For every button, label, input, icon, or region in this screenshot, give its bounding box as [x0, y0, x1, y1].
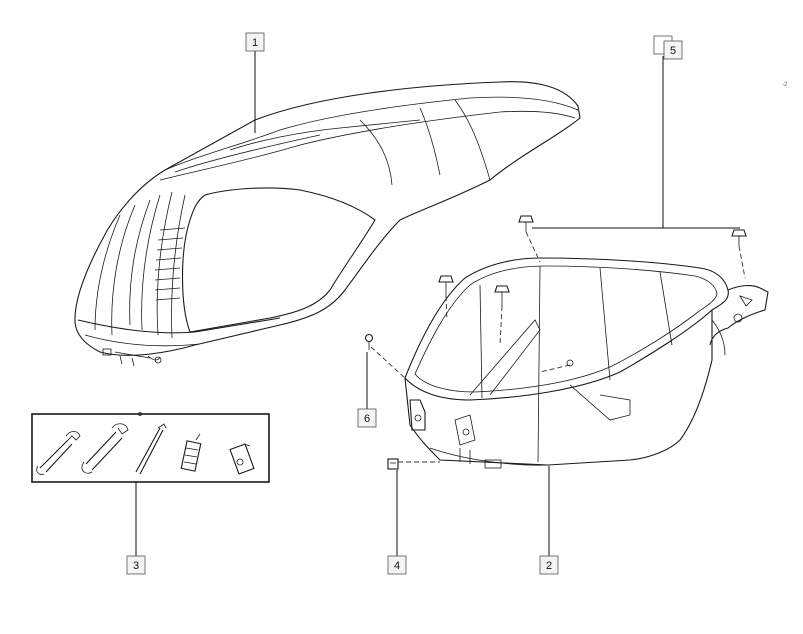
bolt-icon — [518, 215, 534, 232]
wrench-large-icon — [81, 423, 129, 474]
bolt-icon — [494, 285, 510, 306]
callout-6: 6 — [357, 408, 377, 428]
svg-text:3: 3 — [133, 560, 139, 572]
callout-2: 2 — [539, 555, 559, 575]
svg-text:2: 2 — [546, 560, 552, 572]
svg-text:4: 4 — [394, 560, 400, 572]
callout-4: 4 — [387, 555, 407, 575]
screw-icon — [364, 333, 374, 350]
bolt-icon — [438, 275, 454, 296]
clip-icon — [387, 458, 399, 470]
svg-text:1: 1 — [252, 37, 258, 49]
spark-plug-wrench-icon — [229, 443, 255, 475]
wrench-icon — [36, 431, 81, 475]
seat-part — [74, 81, 581, 367]
callout-3: 3 — [126, 555, 146, 575]
screwdriver-icon — [135, 423, 167, 475]
callout-5: 5 — [653, 35, 683, 60]
socket-icon — [180, 433, 202, 472]
seat-ribs — [154, 227, 186, 301]
callout-1: 1 — [245, 32, 265, 52]
bolt-icon — [731, 229, 747, 246]
svg-text:6: 6 — [364, 413, 370, 425]
corner-mark: -2 — [782, 82, 788, 88]
leader-lines — [135, 51, 740, 556]
svg-text:5: 5 — [670, 45, 676, 57]
storage-box-part — [404, 257, 769, 469]
bolt-group — [364, 215, 747, 470]
assembly-lines — [370, 231, 746, 463]
tool-kit-box — [31, 412, 270, 483]
